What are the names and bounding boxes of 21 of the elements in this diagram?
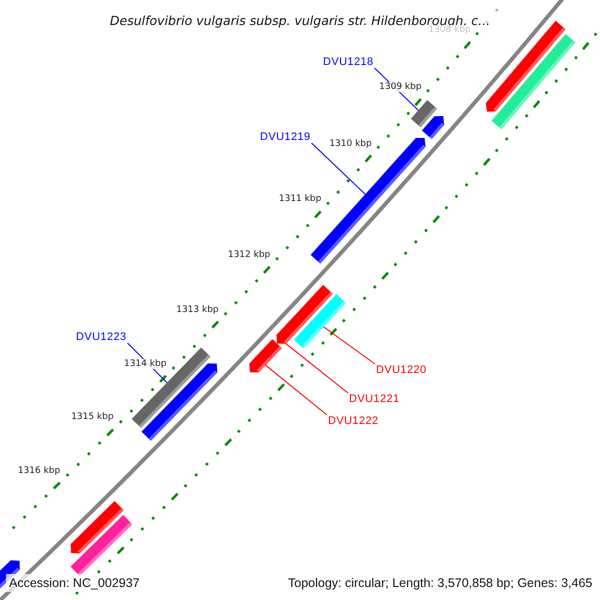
scale-label: 1310 kbp bbox=[329, 138, 372, 149]
leader-line bbox=[323, 326, 376, 364]
gene-label: DVU1223 bbox=[76, 331, 126, 343]
leader-line bbox=[285, 343, 348, 394]
gene-feature bbox=[249, 339, 282, 372]
scale-label: 1315 kbp bbox=[71, 412, 114, 422]
scale-label: 1312 kbp bbox=[228, 250, 270, 260]
scale-label: 1309 kbp bbox=[379, 82, 422, 92]
scale-label: 1313 kbp bbox=[176, 304, 219, 315]
gene-label: DVU1220 bbox=[376, 364, 426, 376]
gene-label: DVU1218 bbox=[323, 56, 374, 68]
scale-label: 1311 kbp bbox=[278, 194, 322, 204]
gene-bar bbox=[294, 294, 346, 349]
gene-label: DVU1221 bbox=[349, 393, 400, 405]
leader-line bbox=[311, 142, 366, 195]
gene-label: DVU1222 bbox=[328, 415, 378, 427]
scale-label: 1316 kbp bbox=[18, 466, 60, 476]
scale-label: 1314 kbp bbox=[124, 358, 166, 369]
leader-line bbox=[265, 364, 328, 416]
gene-feature bbox=[276, 326, 294, 344]
gene-label: DVU1219 bbox=[260, 131, 310, 143]
